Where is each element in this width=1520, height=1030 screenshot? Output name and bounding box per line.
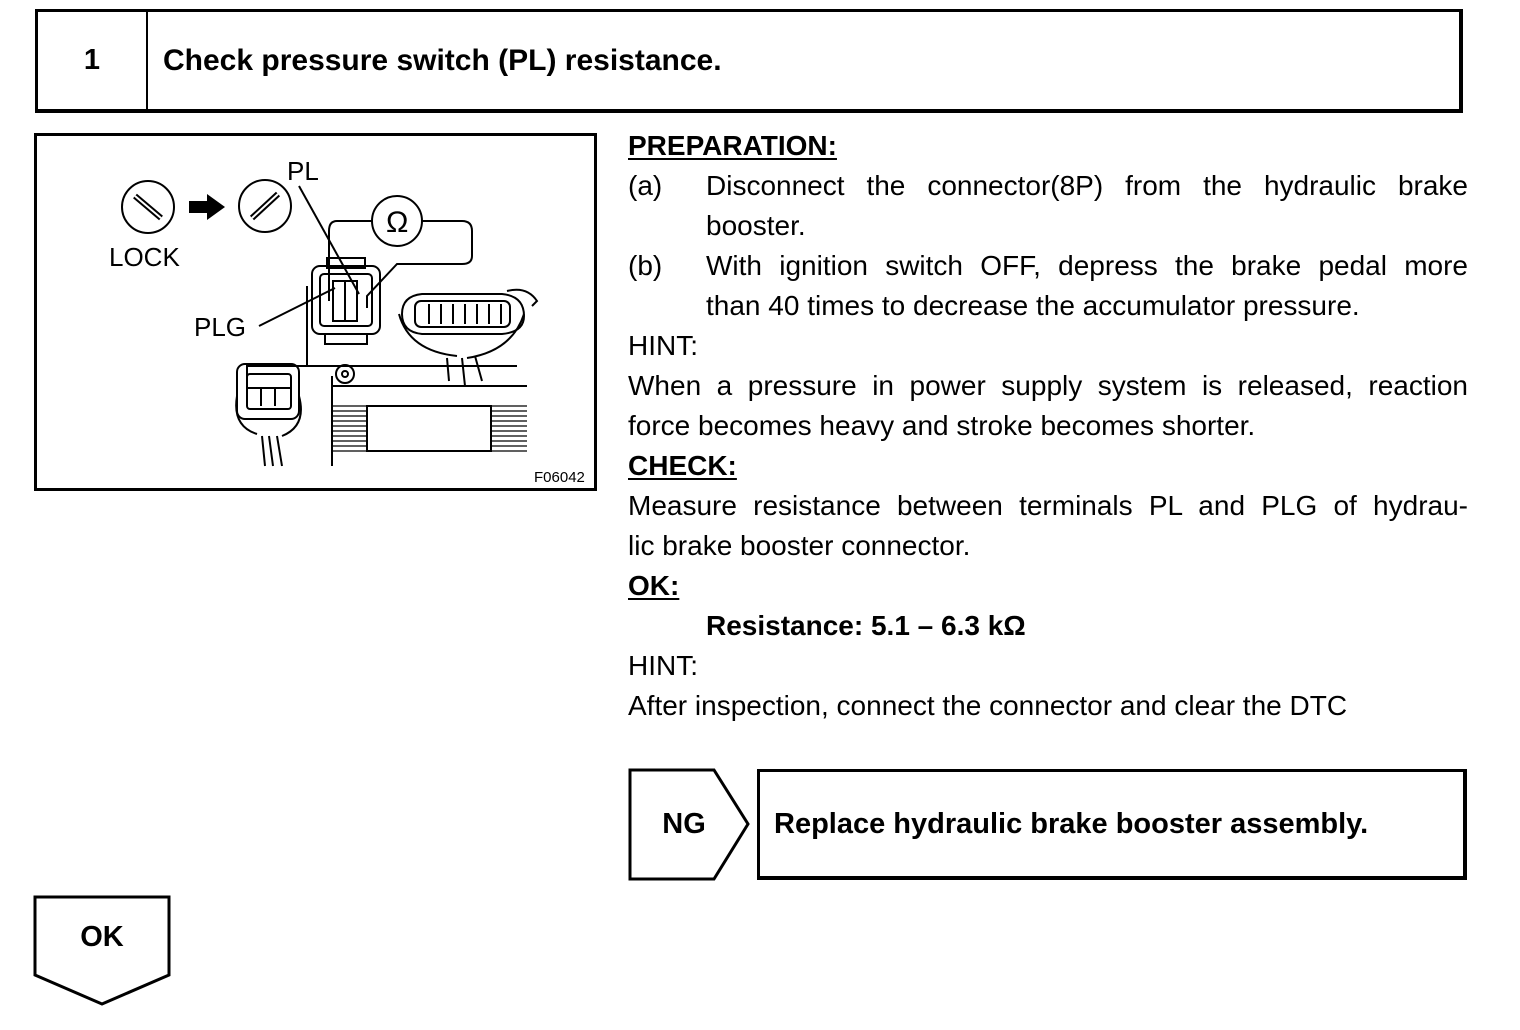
vent-left bbox=[333, 405, 367, 452]
label-ohm: Ω bbox=[386, 206, 408, 239]
illustration-figure: PL LOCK PLG Ω F06042 bbox=[34, 133, 597, 491]
step-number: 1 bbox=[38, 12, 148, 109]
connector-8p bbox=[311, 257, 381, 345]
hint2-heading: HINT: bbox=[628, 650, 698, 681]
check-heading: CHECK: bbox=[628, 450, 737, 481]
prep-item-b-line2: than 40 times to decrease the accumulato… bbox=[706, 290, 1360, 321]
ng-tag: NG bbox=[628, 768, 752, 882]
ng-arrow-shape bbox=[628, 768, 750, 881]
label-lock: LOCK bbox=[109, 242, 180, 272]
check-line2: lic brake booster connector. bbox=[628, 530, 971, 561]
hint2-text: After inspection, connect the connector … bbox=[628, 690, 1348, 721]
hint-heading: HINT: bbox=[628, 330, 698, 361]
ok-label: OK bbox=[80, 920, 124, 953]
prep-item-a-line1: Disconnect the connector(8P) from the hy… bbox=[706, 170, 1468, 201]
ok-tag: OK bbox=[33, 895, 173, 1007]
resistance-spec: Resistance: 5.1 – 6.3 kΩ bbox=[706, 610, 1026, 641]
hint-line1: When a pressure in power supply system i… bbox=[628, 370, 1468, 401]
ignition-off-icon bbox=[238, 179, 292, 233]
right-connector bbox=[398, 288, 539, 387]
hint-line2: force becomes heavy and stroke becomes s… bbox=[628, 410, 1256, 441]
label-plg: PLG bbox=[194, 312, 246, 342]
ok-arrow-shape bbox=[33, 895, 171, 1006]
preparation-heading: PREPARATION: bbox=[628, 130, 837, 161]
prep-item-b-line1: With ignition switch OFF, depress the br… bbox=[706, 250, 1468, 281]
label-pl: PL bbox=[287, 156, 319, 186]
figure-code: F06042 bbox=[534, 469, 585, 486]
prep-item-b-label: (b) bbox=[628, 250, 663, 281]
step-header: 1 Check pressure switch (PL) resistance. bbox=[35, 9, 1463, 113]
ng-label: NG bbox=[662, 807, 706, 840]
connector-diagram: PL LOCK PLG Ω F06042 bbox=[109, 156, 585, 486]
prep-item-a-label: (a) bbox=[628, 170, 663, 201]
ignition-lock-icon bbox=[121, 180, 175, 234]
step-title: Check pressure switch (PL) resistance. bbox=[163, 43, 722, 77]
vent-right bbox=[491, 405, 527, 452]
check-line1: Measure resistance between terminals PL … bbox=[628, 490, 1468, 521]
lower-connector bbox=[235, 363, 302, 467]
prep-item-a-line2: booster. bbox=[706, 210, 806, 241]
arrow-right-icon bbox=[189, 194, 225, 220]
ok-heading: OK: bbox=[628, 570, 680, 601]
ng-action-box: Replace hydraulic brake booster assembly… bbox=[757, 769, 1467, 880]
